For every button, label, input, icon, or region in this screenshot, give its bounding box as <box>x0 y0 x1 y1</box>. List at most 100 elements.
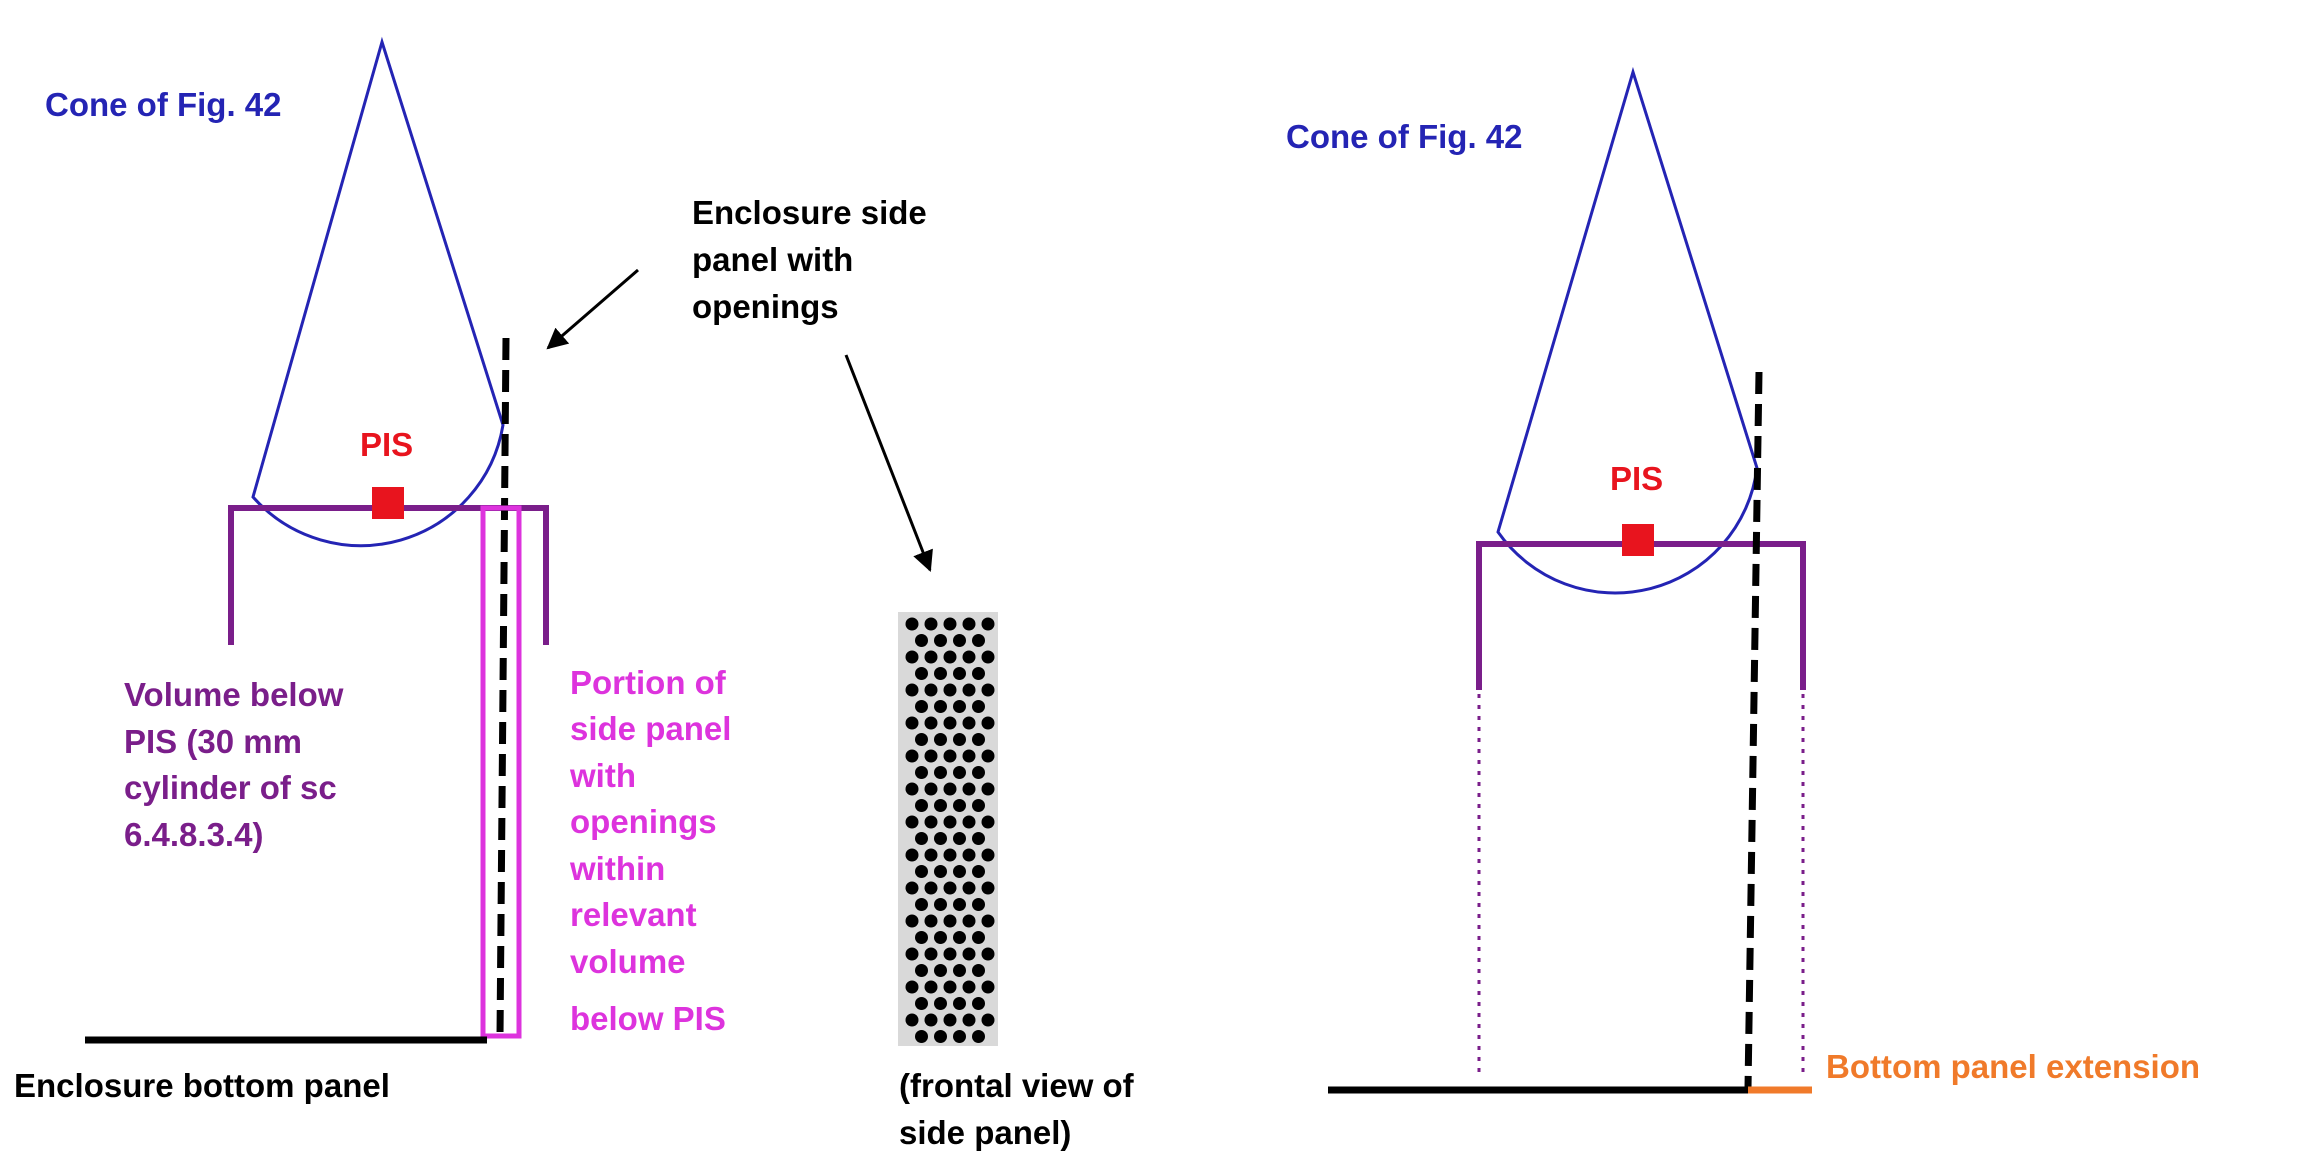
perforation-hole <box>915 733 928 746</box>
left-pis-marker <box>372 487 404 519</box>
perforation-hole <box>981 749 995 763</box>
perforation-hole <box>962 617 976 631</box>
perforation-hole <box>934 865 947 878</box>
perforation-hole <box>972 700 985 713</box>
perforation-hole <box>905 749 919 763</box>
perforation-hole <box>915 964 928 977</box>
perforation-hole <box>915 700 928 713</box>
perforation-hole <box>934 700 947 713</box>
perforation-hole <box>972 997 985 1010</box>
left-pis-volume-frame <box>228 505 549 645</box>
perforation-hole <box>962 848 976 862</box>
left-arrow-to-frontal-view <box>844 354 933 572</box>
perforation-hole <box>934 733 947 746</box>
perforation-hole <box>962 914 976 928</box>
perforation-hole <box>972 931 985 944</box>
perforation-hole <box>953 898 966 911</box>
perforation-hole <box>981 947 995 961</box>
perforation-hole <box>962 947 976 961</box>
perforation-hole <box>962 683 976 697</box>
perforation-hole <box>915 898 928 911</box>
perforation-hole <box>924 716 938 730</box>
perforation-hole <box>924 815 938 829</box>
perforation-hole <box>953 964 966 977</box>
perforation-hole <box>924 848 938 862</box>
perforation-hole <box>981 881 995 895</box>
perforation-hole <box>981 782 995 796</box>
perforation-hole <box>905 947 919 961</box>
perforation-hole <box>943 617 957 631</box>
perforation-hole <box>981 914 995 928</box>
perforation-hole <box>934 1030 947 1043</box>
perforation-hole <box>981 1013 995 1027</box>
perforation-hole <box>905 914 919 928</box>
perforation-hole <box>943 683 957 697</box>
perforation-hole <box>934 832 947 845</box>
right-cone-label: Cone of Fig. 42 <box>1286 118 1523 155</box>
perforation-hole <box>924 947 938 961</box>
perforation-hole <box>924 980 938 994</box>
right-pis-label: PIS <box>1610 460 1663 497</box>
perforation-hole <box>943 1013 957 1027</box>
perforation-hole <box>924 881 938 895</box>
perforation-hole <box>962 782 976 796</box>
enclosure-side-panel-label: Enclosure side panel with openings <box>692 194 936 325</box>
perforation-hole <box>943 848 957 862</box>
perforation-hole <box>953 634 966 647</box>
perforation-hole <box>924 782 938 796</box>
perforation-hole <box>981 848 995 862</box>
perforation-hole <box>972 733 985 746</box>
perforation-hole <box>962 815 976 829</box>
perforation-hole <box>915 832 928 845</box>
left-arrow-to-side-panel <box>546 268 639 350</box>
perforation-hole <box>981 815 995 829</box>
perforation-hole <box>934 931 947 944</box>
perforation-hole <box>972 634 985 647</box>
left-portion-highlight <box>480 505 522 1039</box>
perforation-hole <box>953 865 966 878</box>
right-pis-marker <box>1622 524 1654 556</box>
perforation-hole <box>953 997 966 1010</box>
right-side-panel-dashed <box>1744 371 1763 1089</box>
perforation-hole <box>972 667 985 680</box>
frontal-view-perforations <box>905 617 995 1043</box>
right-cone-outline <box>1496 66 1759 595</box>
perforation-hole <box>943 947 957 961</box>
perforation-hole <box>943 650 957 664</box>
perforation-hole <box>953 700 966 713</box>
left-cone-outline <box>251 36 505 548</box>
perforation-hole <box>953 832 966 845</box>
perforation-hole <box>972 1030 985 1043</box>
perforation-hole <box>905 980 919 994</box>
perforation-hole <box>943 914 957 928</box>
perforation-hole <box>905 683 919 697</box>
perforation-hole <box>915 634 928 647</box>
perforation-hole <box>943 881 957 895</box>
perforation-hole <box>953 667 966 680</box>
left-cone-label: Cone of Fig. 42 <box>45 86 282 123</box>
perforation-hole <box>943 782 957 796</box>
perforation-hole <box>953 1030 966 1043</box>
perforation-hole <box>934 766 947 779</box>
perforation-hole <box>972 799 985 812</box>
perforation-hole <box>934 898 947 911</box>
perforation-hole <box>934 997 947 1010</box>
perforation-hole <box>924 683 938 697</box>
perforation-hole <box>962 1013 976 1027</box>
perforation-hole <box>934 964 947 977</box>
perforation-hole <box>972 964 985 977</box>
perforation-hole <box>981 716 995 730</box>
perforation-hole <box>934 799 947 812</box>
perforation-hole <box>943 716 957 730</box>
right-diagram: Cone of Fig. 42 PIS Bottom panel extensi… <box>1286 66 2200 1094</box>
perforation-hole <box>924 617 938 631</box>
perforation-hole <box>924 749 938 763</box>
perforation-hole <box>943 749 957 763</box>
perforation-hole <box>953 799 966 812</box>
perforation-hole <box>943 980 957 994</box>
perforation-hole <box>915 1030 928 1043</box>
volume-below-pis-label: Volume below PIS (30 mm cylinder of sc 6… <box>124 676 353 853</box>
perforation-hole <box>981 683 995 697</box>
perforation-hole <box>972 865 985 878</box>
perforation-hole <box>924 650 938 664</box>
